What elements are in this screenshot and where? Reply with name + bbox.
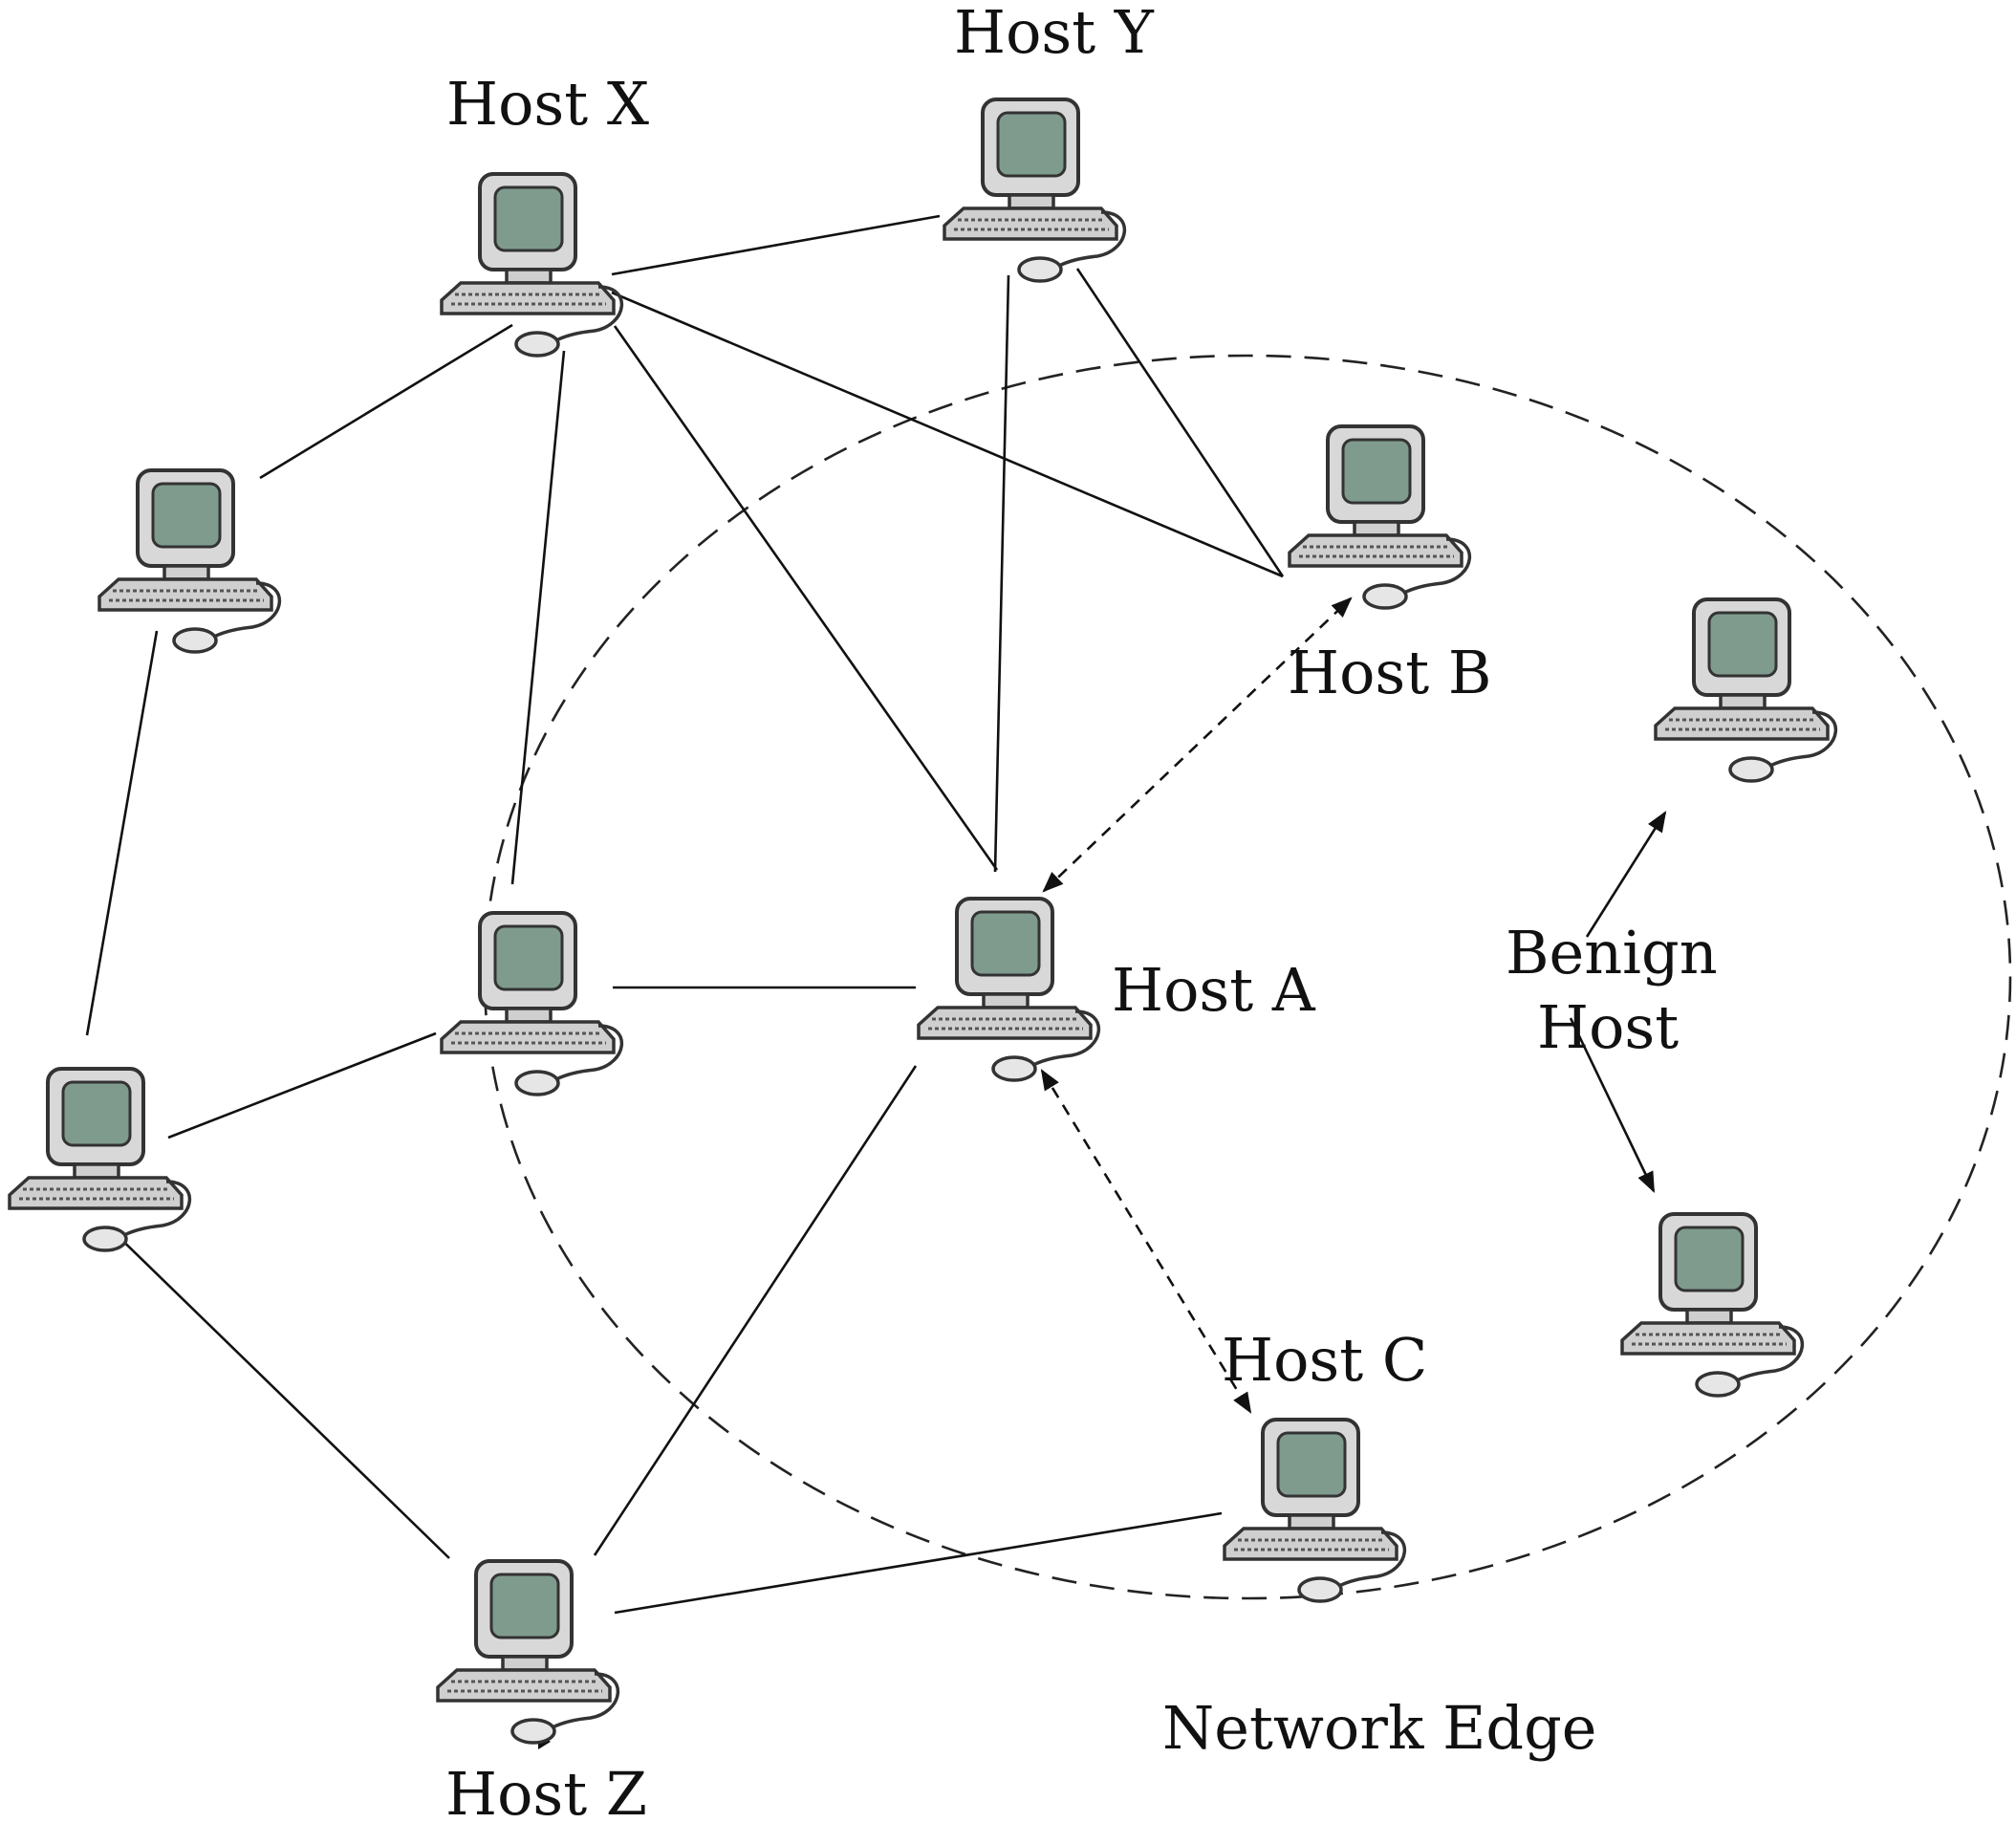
computer-host-b [1288, 424, 1472, 610]
dashed-links [1040, 597, 1353, 1414]
label-network-edge: Network Edge [1162, 1693, 1597, 1763]
benign-arrow-down [1569, 1017, 1656, 1193]
link-leftpc-farleftpc [85, 630, 159, 1036]
link-hosta-hostz [593, 1065, 918, 1556]
computer-benign-top [1654, 597, 1838, 783]
link-hostx-hosta [613, 325, 999, 871]
computer-left [98, 468, 282, 654]
link-farleftpc-midpc [167, 1031, 437, 1139]
desktop-computer-icon [1288, 424, 1472, 610]
label-host-z: Host Z [445, 1759, 647, 1823]
solid-links [85, 214, 1285, 1615]
computer-host-a [917, 897, 1101, 1082]
computer-host-x [440, 172, 624, 358]
label-host-c: Host C [1222, 1325, 1427, 1395]
benign-arrow-up [1585, 811, 1667, 938]
computer-host-z [436, 1559, 620, 1745]
label-host-a: Host A [1112, 955, 1316, 1025]
link-hostx-leftpc [259, 323, 513, 480]
link-hostx-midpc [510, 350, 566, 885]
link-hosty-hostb [1075, 268, 1285, 577]
link-hostz-hostc [614, 1511, 1223, 1615]
desktop-computer-icon [917, 897, 1101, 1082]
label-benign-line2: Host [1537, 992, 1679, 1062]
desktop-computer-icon [440, 911, 624, 1096]
label-host-y: Host Y [954, 0, 1155, 67]
desktop-computer-icon [440, 172, 624, 358]
label-benign-line1: Benign [1506, 918, 1718, 987]
dashed-link-hosta-hostc [1040, 1069, 1252, 1414]
desktop-computer-icon [98, 468, 282, 654]
link-hosty-hosta [993, 274, 1010, 873]
desktop-computer-icon [436, 1559, 620, 1745]
desktop-computer-icon [1223, 1418, 1407, 1603]
desktop-computer-icon [943, 98, 1127, 283]
dashed-link-hosta-hostb [1042, 597, 1353, 893]
benign-arrows [1569, 811, 1667, 1193]
link-hostx-hostb [611, 291, 1284, 578]
label-host-b: Host B [1288, 638, 1491, 707]
computer-middle [440, 911, 624, 1096]
label-host-x: Host X [446, 69, 649, 139]
desktop-computer-icon [8, 1067, 192, 1252]
desktop-computer-icon [1654, 597, 1838, 783]
link-farleftpc-hostz [107, 1226, 450, 1559]
computer-host-y [943, 98, 1127, 283]
computer-benign-bottom [1620, 1212, 1805, 1398]
computer-far-left [8, 1067, 192, 1252]
computer-host-c [1223, 1418, 1407, 1603]
link-hostx-hosty [611, 214, 941, 276]
desktop-computer-icon [1620, 1212, 1805, 1398]
